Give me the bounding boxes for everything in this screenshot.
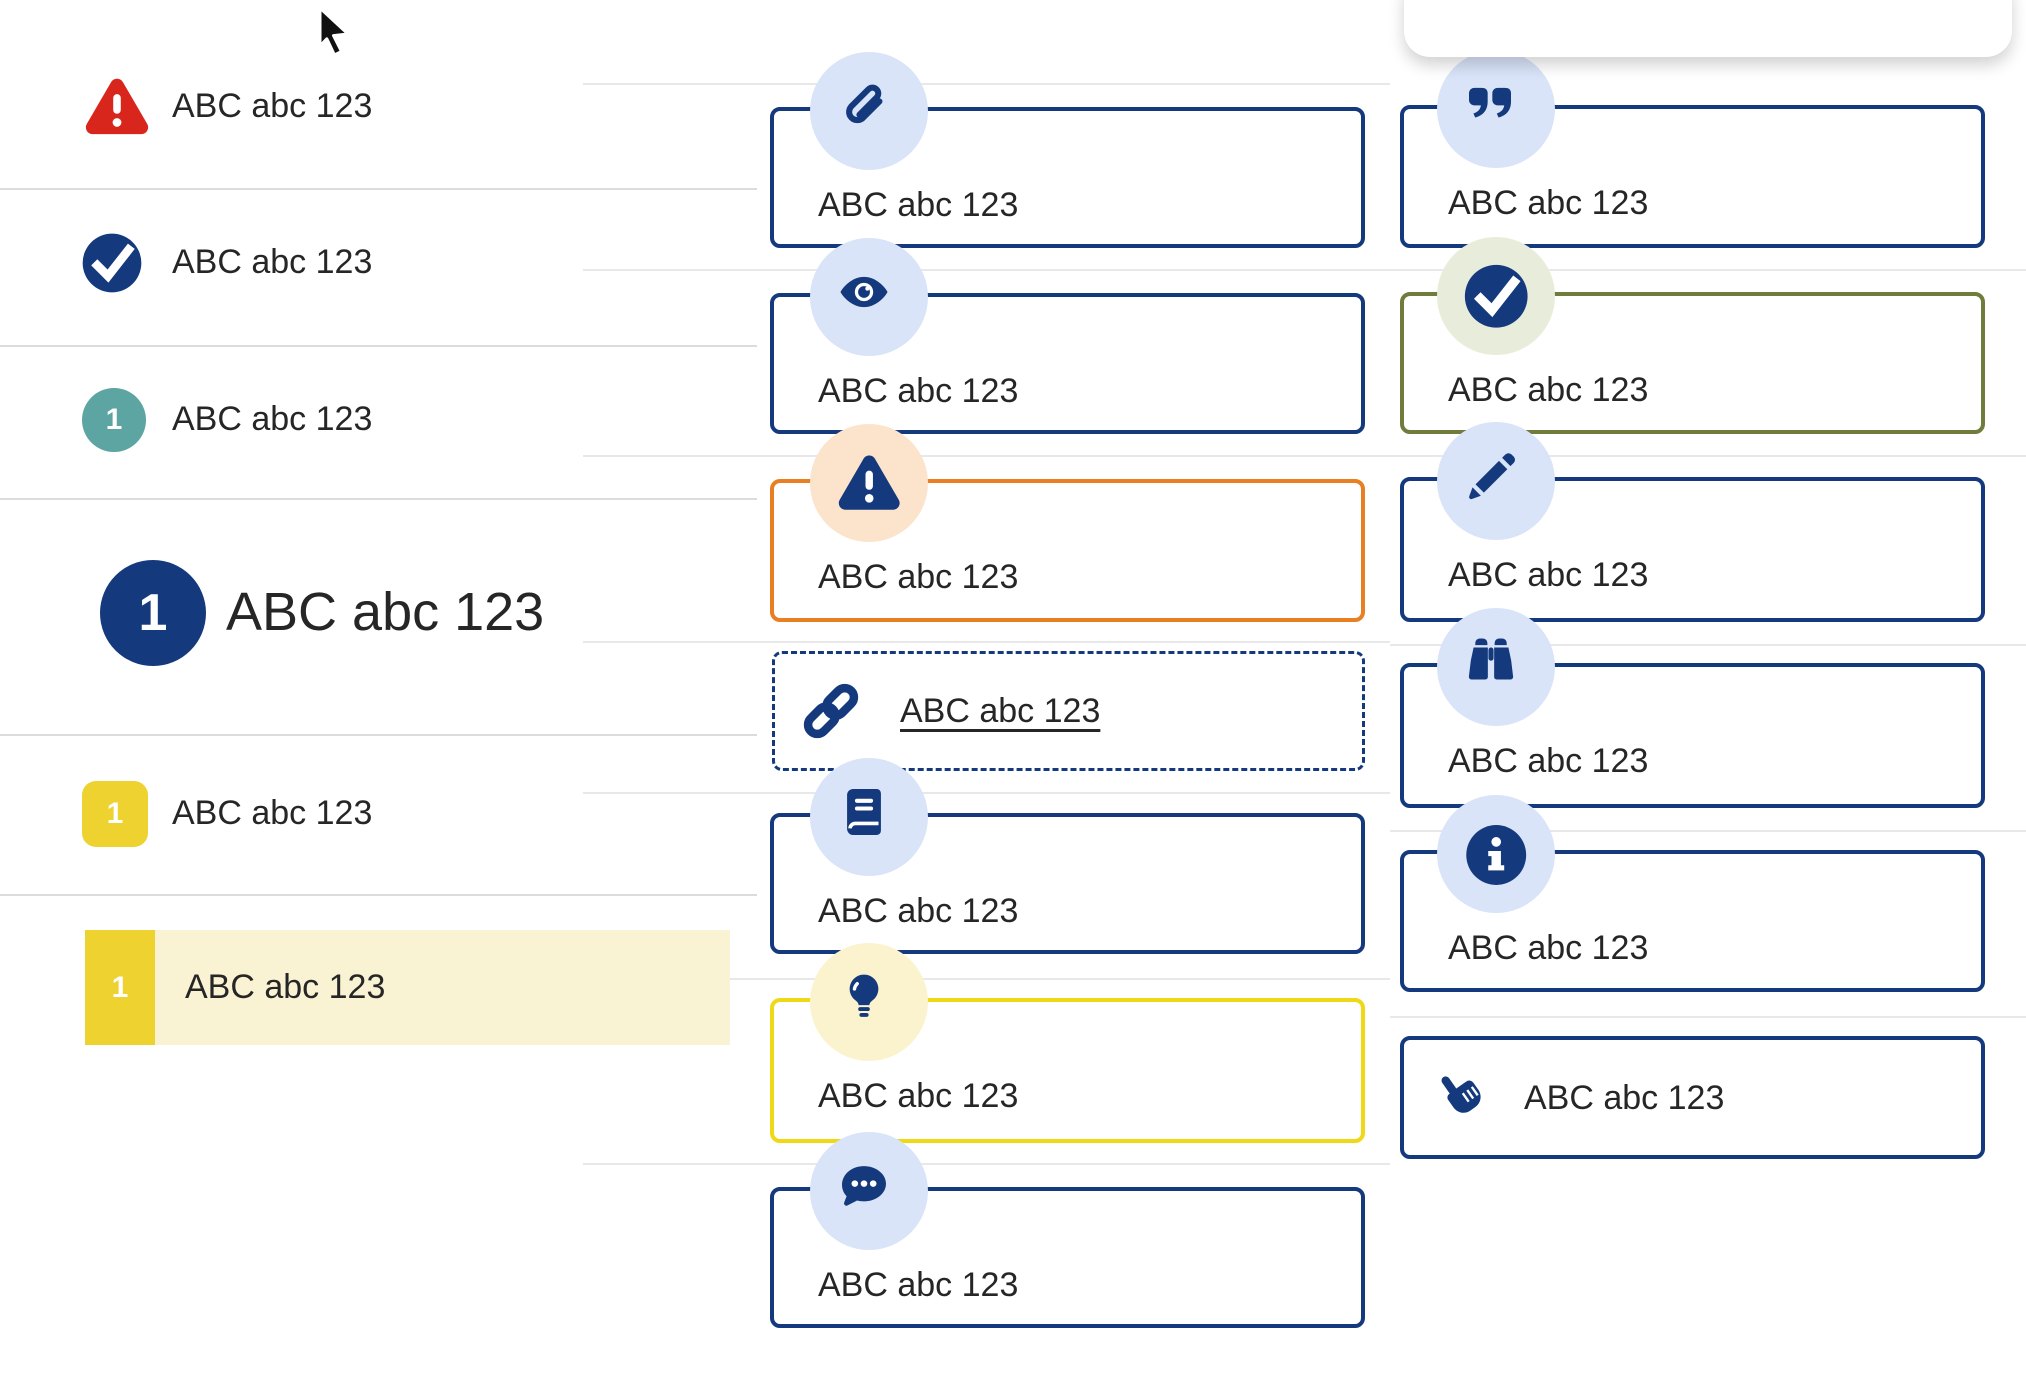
card-label: ABC abc 123 bbox=[818, 372, 1019, 410]
card-label: ABC abc 123 bbox=[818, 892, 1019, 930]
divider bbox=[0, 894, 757, 896]
icon-badge bbox=[810, 758, 928, 876]
callout-card-eye: ABC abc 123 bbox=[770, 238, 1365, 434]
pencil-icon bbox=[1462, 447, 1530, 515]
link-icon bbox=[797, 677, 865, 745]
partial-card-top bbox=[1404, 0, 2012, 57]
card-label: ABC abc 123 bbox=[1448, 929, 1649, 967]
list-item: 1 ABC abc 123 bbox=[0, 353, 372, 487]
card-label: ABC abc 123 bbox=[818, 558, 1019, 596]
card-label: ABC abc 123 bbox=[818, 1266, 1019, 1304]
divider bbox=[0, 188, 757, 190]
callout-card-chat-dots: ABC abc 123 bbox=[770, 1132, 1365, 1328]
quote-icon bbox=[1462, 75, 1530, 143]
icon-badge bbox=[1437, 422, 1555, 540]
divider bbox=[583, 978, 1390, 980]
callout-card-quote: ABC abc 123 bbox=[1400, 50, 1985, 248]
list-item-label: ABC abc 123 bbox=[172, 794, 373, 833]
divider bbox=[583, 83, 1390, 85]
divider bbox=[583, 792, 1390, 794]
list-item-highlighted: 1 ABC abc 123 bbox=[85, 930, 730, 1045]
callout-card-info: ABC abc 123 bbox=[1400, 795, 1985, 992]
icon-badge bbox=[1437, 608, 1555, 726]
list-item-label: ABC abc 123 bbox=[172, 400, 373, 439]
callout-card-warning-triangle: ABC abc 123 bbox=[770, 424, 1365, 622]
paperclip-icon bbox=[835, 77, 903, 145]
divider bbox=[583, 269, 1390, 271]
hand-pointer-icon bbox=[1426, 1062, 1492, 1134]
mouse-cursor-icon bbox=[318, 6, 350, 57]
divider bbox=[583, 641, 1390, 643]
icon-badge bbox=[810, 943, 928, 1061]
book-icon bbox=[835, 783, 903, 851]
info-icon bbox=[1462, 820, 1530, 888]
divider bbox=[1390, 455, 2026, 457]
list-item: 1 ABC abc 123 bbox=[0, 747, 372, 881]
icon-badge bbox=[1437, 237, 1555, 355]
check-badge-icon bbox=[1462, 262, 1530, 330]
number-badge: 1 bbox=[82, 388, 146, 452]
divider bbox=[583, 1163, 1390, 1165]
icon-badge bbox=[810, 52, 928, 170]
number-badge: 1 bbox=[100, 560, 206, 666]
divider bbox=[0, 498, 757, 500]
list-item: 1 ABC abc 123 bbox=[0, 540, 544, 686]
icon-badge bbox=[810, 1132, 928, 1250]
eye-icon bbox=[835, 263, 903, 331]
divider bbox=[0, 734, 757, 736]
card-label: ABC abc 123 bbox=[1448, 742, 1649, 780]
callout-card-binoculars: ABC abc 123 bbox=[1400, 608, 1985, 808]
card-label: ABC abc 123 bbox=[1524, 1078, 1725, 1117]
icon-badge bbox=[810, 238, 928, 356]
callout-card-lightbulb: ABC abc 123 bbox=[770, 943, 1365, 1143]
divider bbox=[583, 455, 1390, 457]
divider bbox=[1390, 644, 2026, 646]
check-badge-icon bbox=[80, 231, 144, 295]
divider bbox=[0, 345, 757, 347]
card-label: ABC abc 123 bbox=[1448, 556, 1649, 594]
list-item: ABC abc 123 bbox=[0, 40, 372, 174]
lightbulb-icon bbox=[835, 968, 903, 1036]
divider bbox=[1390, 830, 2026, 832]
chat-dots-icon bbox=[835, 1157, 903, 1225]
warning-triangle-icon bbox=[78, 72, 156, 142]
callout-card-check-badge: ABC abc 123 bbox=[1400, 237, 1985, 434]
divider bbox=[1390, 1016, 2026, 1018]
card-label: ABC abc 123 bbox=[818, 1077, 1019, 1115]
card-link[interactable]: ABC abc 123 bbox=[900, 692, 1101, 730]
list-item-label: ABC abc 123 bbox=[172, 87, 373, 126]
callout-card-pencil: ABC abc 123 bbox=[1400, 422, 1985, 622]
card-label: ABC abc 123 bbox=[1448, 371, 1649, 409]
warning-triangle-icon bbox=[835, 449, 903, 517]
card-label: ABC abc 123 bbox=[1448, 184, 1649, 222]
callout-card-paperclip: ABC abc 123 bbox=[770, 52, 1365, 248]
list-item-label: ABC abc 123 bbox=[185, 968, 386, 1006]
list-item-label: ABC abc 123 bbox=[226, 582, 545, 643]
number-badge: 1 bbox=[85, 930, 155, 1045]
list-item-label: ABC abc 123 bbox=[172, 243, 373, 282]
icon-badge bbox=[1437, 50, 1555, 168]
callout-card-hand-pointer: ABC abc 123 bbox=[1400, 1036, 1985, 1159]
list-item: ABC abc 123 bbox=[0, 196, 372, 330]
icon-badge bbox=[810, 424, 928, 542]
card-label: ABC abc 123 bbox=[818, 186, 1019, 224]
icon-badge bbox=[1437, 795, 1555, 913]
divider bbox=[1390, 269, 2026, 271]
binoculars-icon bbox=[1462, 633, 1530, 701]
callout-card-link: ABC abc 123 bbox=[772, 651, 1365, 771]
number-badge: 1 bbox=[82, 781, 148, 847]
callout-card-book: ABC abc 123 bbox=[770, 758, 1365, 954]
